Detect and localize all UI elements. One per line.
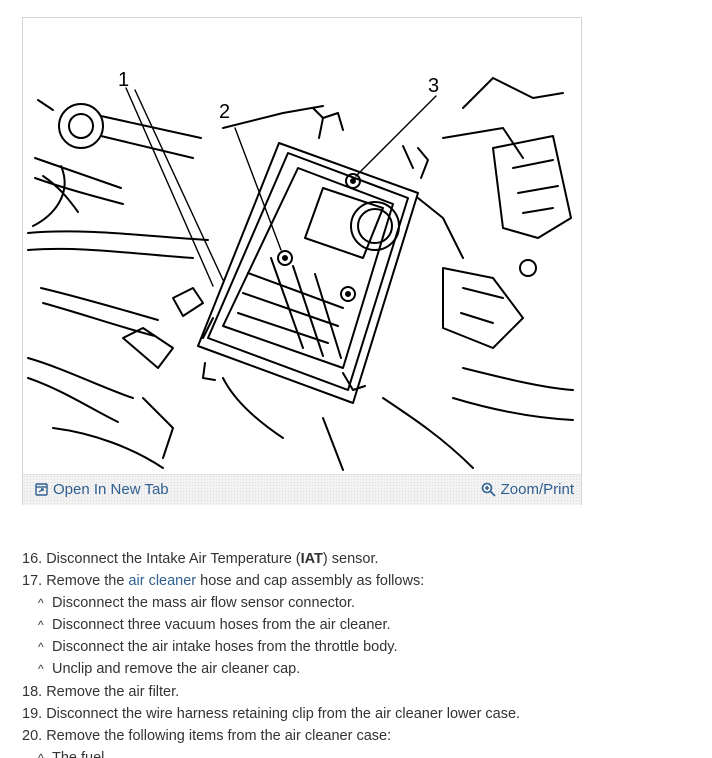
- bolt-3: [345, 173, 361, 189]
- step-20-sub-1-partial: ^The fuel ...: [22, 747, 702, 758]
- hose-cap-left: [32, 99, 202, 227]
- step-17-sub-4: ^Unclip and remove the air cleaner cap.: [22, 658, 702, 680]
- air-cleaner-housing: [197, 105, 524, 404]
- figure-toolbar: Open In New Tab Zoom/Print: [23, 474, 581, 505]
- step-17-sub-2: ^Disconnect three vacuum hoses from the …: [22, 614, 702, 636]
- open-in-new-tab-label: Open In New Tab: [53, 481, 169, 498]
- bolt-2: [277, 250, 293, 266]
- callout-2: 2: [219, 101, 230, 123]
- zoom-magnifier-icon: [481, 482, 496, 497]
- caret-bullet: ^: [38, 596, 44, 611]
- air-cleaner-diagram: 1 2 3: [27, 69, 574, 471]
- step-17-sub-3: ^Disconnect the air intake hoses from th…: [22, 636, 702, 658]
- step-17-sub-1: ^Disconnect the mass air flow sensor con…: [22, 592, 702, 614]
- iat-abbrev: IAT: [300, 551, 323, 567]
- step-16: 16. Disconnect the Intake Air Temperatur…: [22, 551, 379, 567]
- bolt-center: [340, 286, 356, 302]
- open-in-new-tab-link[interactable]: Open In New Tab: [35, 481, 169, 498]
- caret-bullet: ^: [38, 640, 44, 655]
- caret-bullet: ^: [38, 618, 44, 633]
- caret-bullet: ^: [38, 662, 44, 677]
- open-new-tab-icon: [35, 483, 48, 496]
- callout-3: 3: [428, 75, 439, 97]
- step-17: 17. Remove the air cleaner hose and cap …: [22, 573, 425, 590]
- caret-bullet: ^: [38, 750, 44, 758]
- instruction-steps: 16. Disconnect the Intake Air Temperatur…: [22, 548, 702, 758]
- step-20: 20. Remove the following items from the …: [22, 727, 392, 744]
- zoom-print-link[interactable]: Zoom/Print: [481, 481, 574, 498]
- zoom-print-label: Zoom/Print: [500, 481, 574, 498]
- step-19: 19. Disconnect the wire harness retainin…: [22, 705, 521, 722]
- callout-1: 1: [118, 69, 129, 91]
- air-cleaner-link[interactable]: air cleaner: [128, 573, 197, 590]
- step-18: 18. Remove the air filter.: [22, 683, 180, 700]
- figure-container: 1 2 3 Open In New Tab Zoom/Print: [22, 17, 582, 505]
